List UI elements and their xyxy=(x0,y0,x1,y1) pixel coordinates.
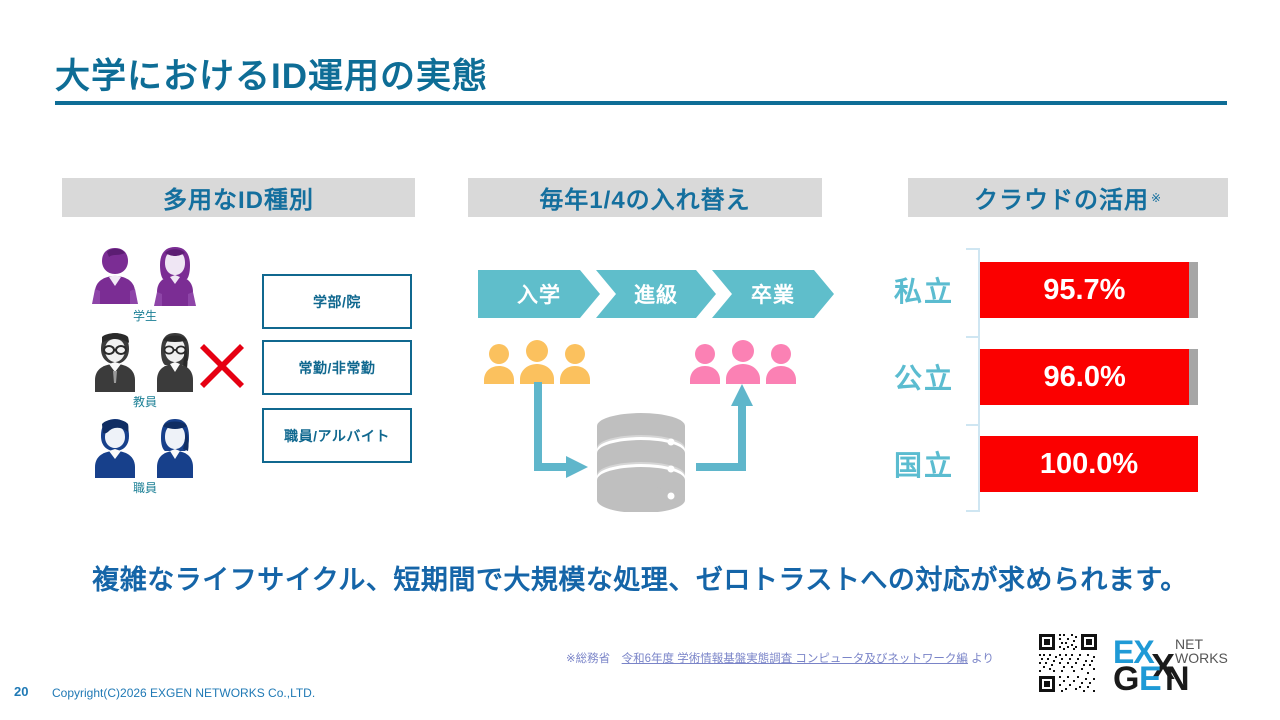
chart-bar-track: 95.7% xyxy=(980,262,1198,318)
student-avatars xyxy=(60,244,230,306)
logo-g-text: G xyxy=(1113,660,1139,698)
source-footnote-link[interactable]: 令和6年度 学術情報基盤実態調査 コンピュータ及びネットワーク編 xyxy=(621,653,968,665)
page-number: 20 xyxy=(14,684,29,699)
staff-male-icon xyxy=(95,419,135,478)
faculty-avatars xyxy=(60,330,230,392)
copyright-notice: Copyright(C)2026 EXGEN NETWORKS Co.,LTD. xyxy=(52,686,316,700)
people-group-staff: 職員 xyxy=(60,416,230,498)
chart-bar-fill: 96.0% xyxy=(980,349,1190,405)
lifecycle-stage-graduation: 卒業 xyxy=(712,270,834,318)
logo-ex-text: EX xyxy=(1113,634,1155,670)
chart-axis-tick xyxy=(966,510,980,512)
chart-bar-value-label: 100.0% xyxy=(1039,447,1139,480)
chart-bar-value-label: 95.7% xyxy=(1043,273,1126,306)
id-type-box-fulltime-parttime-label: 常勤/非常勤 xyxy=(298,359,376,376)
id-type-box-staff-arbeit: 職員/アルバイト xyxy=(262,408,412,463)
column-header-cloud-usage: クラウドの活用※ xyxy=(908,178,1228,217)
chart-axis-tick xyxy=(966,336,980,338)
column-header-annual-turnover: 毎年1/4の入れ替え xyxy=(468,178,822,217)
qr-code-icon[interactable] xyxy=(1037,632,1099,694)
footnote-marker-icon: ※ xyxy=(1150,190,1163,205)
chart-bar-row: 私立 95.7% xyxy=(868,262,1228,318)
logo-e-text: E xyxy=(1139,660,1162,698)
chart-bar-value-label: 96.0% xyxy=(1043,360,1126,393)
chart-category-label: 公立 xyxy=(893,363,954,394)
column-header-annual-turnover-label: 毎年1/4の入れ替え xyxy=(539,187,751,214)
column-header-cloud-usage-label: クラウドの活用 xyxy=(973,187,1149,214)
people-group-faculty-label: 教員 xyxy=(132,395,157,409)
source-footnote-prefix: ※総務省 xyxy=(566,653,622,665)
people-group-students: 学生 xyxy=(60,244,230,326)
id-type-box-faculty-grad: 学部/院 xyxy=(262,274,412,329)
chart-bar-fill: 100.0% xyxy=(980,436,1198,492)
id-type-box-staff-arbeit-label: 職員/アルバイト xyxy=(284,427,390,444)
chart-axis-tick xyxy=(966,248,980,250)
chart-category-label: 国立 xyxy=(893,450,954,481)
id-type-box-fulltime-parttime: 常勤/非常勤 xyxy=(262,340,412,395)
faculty-female-icon xyxy=(157,333,193,392)
x-mark-icon xyxy=(196,340,248,392)
logo-n-text: N xyxy=(1165,660,1190,698)
outgoing-users-group-icon xyxy=(688,338,798,384)
chart-bar-fill: 95.7% xyxy=(980,262,1189,318)
logo-works-text: WORKS xyxy=(1175,650,1228,666)
title-divider xyxy=(55,101,1227,105)
summary-message: 複雑なライフサイクル、短期間で大規模な処理、ゼロトラストへの対応が求められます。 xyxy=(92,565,1188,595)
chart-bar-row: 公立 96.0% xyxy=(868,349,1228,405)
chart-axis-tick xyxy=(966,424,980,426)
faculty-male-icon xyxy=(95,333,135,392)
chart-bar-track: 100.0% xyxy=(980,436,1198,492)
people-group-students-label: 学生 xyxy=(132,309,157,323)
exgen-networks-logo: EX NET WORKS X G E N xyxy=(1113,634,1228,698)
chart-bar-remainder xyxy=(1189,349,1198,405)
lifecycle-stage-enrollment-label: 入学 xyxy=(517,284,561,307)
staff-avatars xyxy=(60,416,230,478)
lifecycle-stage-enrollment: 入学 xyxy=(478,270,600,318)
people-group-list: 学生 xyxy=(60,244,230,502)
logo-x-glyph: X xyxy=(1151,646,1176,687)
logo-net-text: NET xyxy=(1175,636,1203,652)
page-title: 大学におけるID運用の実態 xyxy=(55,57,489,96)
student-male-icon xyxy=(92,248,138,304)
column-header-id-types-label: 多用なID種別 xyxy=(163,187,314,214)
incoming-users-group-icon xyxy=(482,338,592,384)
lifecycle-stage-advancement: 進級 xyxy=(596,270,716,318)
lifecycle-stage-graduation-label: 卒業 xyxy=(751,284,795,307)
lifecycle-stage-advancement-label: 進級 xyxy=(634,284,678,307)
chart-bar-track: 96.0% xyxy=(980,349,1198,405)
people-group-staff-label: 職員 xyxy=(132,481,157,495)
id-type-box-faculty-grad-label: 学部/院 xyxy=(313,293,361,310)
identity-flow-diagram xyxy=(470,330,820,525)
people-group-faculty: 教員 xyxy=(60,330,230,412)
source-footnote: ※総務省 令和6年度 学術情報基盤実態調査 コンピュータ及びネットワーク編 より xyxy=(566,650,994,666)
lifecycle-stage-flow: 入学 進級 卒業 xyxy=(478,270,818,318)
chart-axis-line xyxy=(978,248,980,512)
cloud-usage-bar-chart: 私立 95.7% 公立 96.0% 国立 100.0% xyxy=(868,246,1228,516)
source-footnote-suffix: より xyxy=(967,653,994,665)
chart-category-label: 私立 xyxy=(893,276,954,307)
staff-female-icon xyxy=(157,419,193,478)
chart-bar-remainder xyxy=(1188,262,1198,318)
database-cylinder-icon xyxy=(593,412,689,517)
flow-arrows xyxy=(534,382,753,478)
chart-bar-row: 国立 100.0% xyxy=(868,436,1228,492)
column-header-id-types: 多用なID種別 xyxy=(62,178,415,217)
student-female-icon xyxy=(154,247,196,306)
